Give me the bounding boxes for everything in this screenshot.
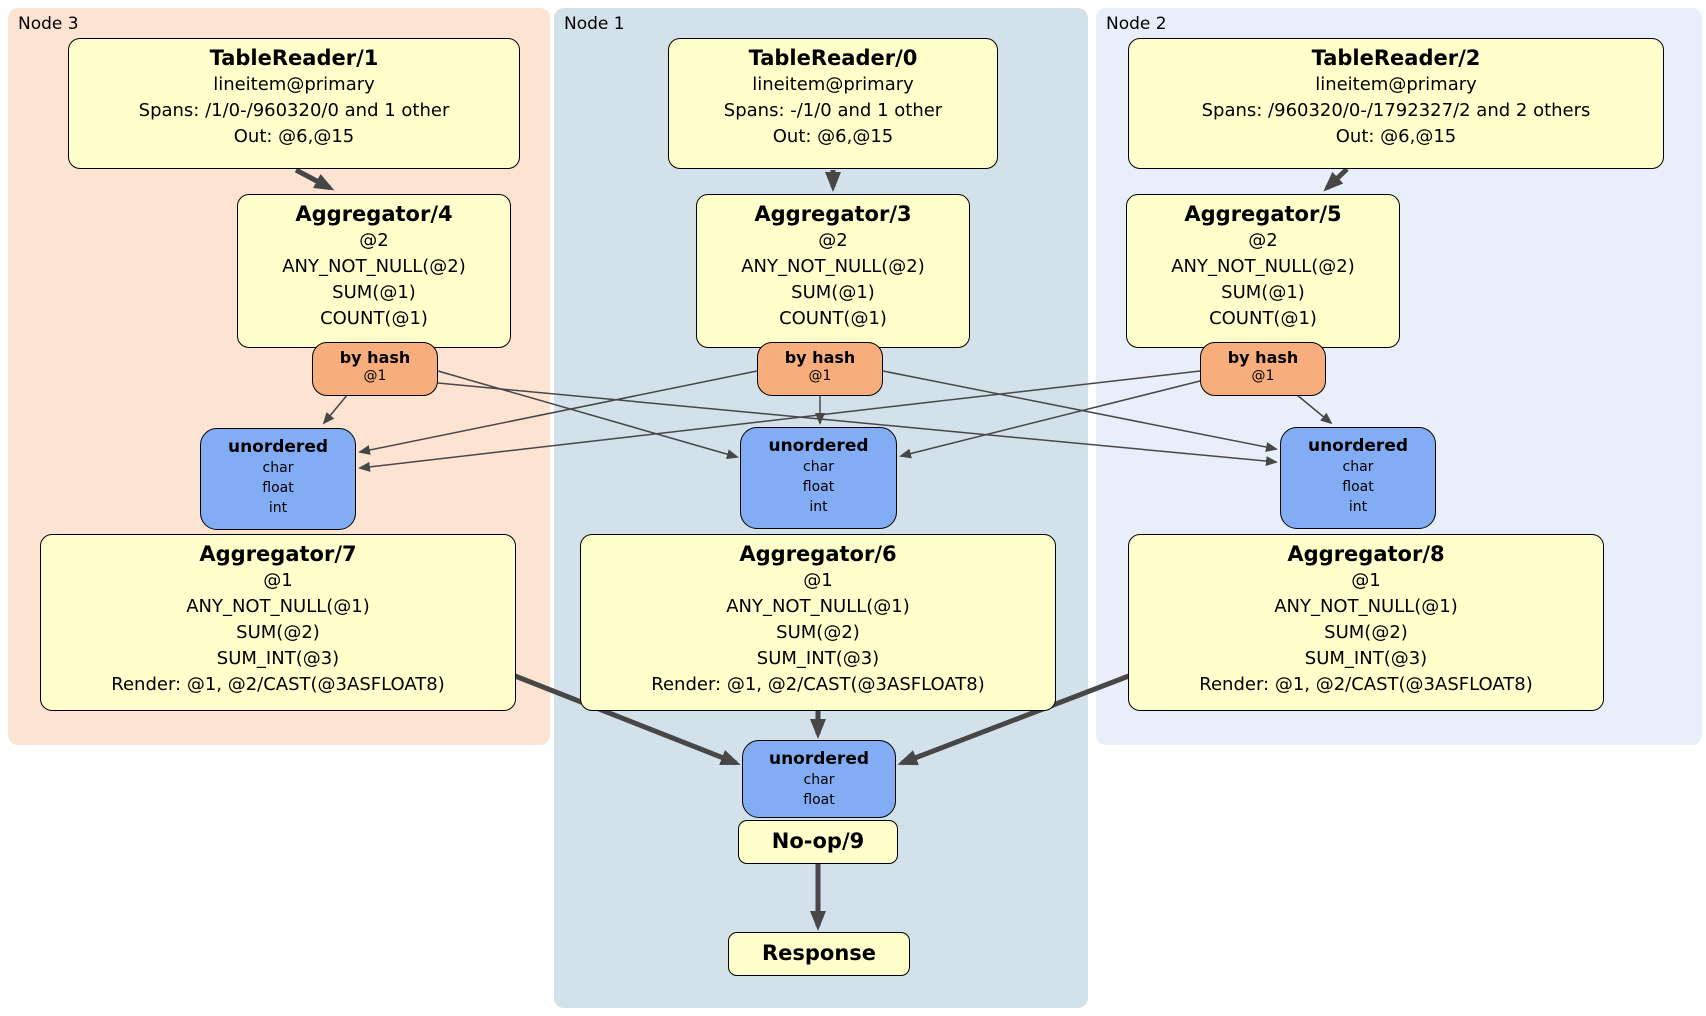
processor-title: Aggregator/5: [1184, 202, 1342, 226]
router-columns: @1: [363, 368, 387, 384]
sync-title: unordered: [1307, 436, 1409, 456]
router-columns: @1: [1251, 368, 1275, 384]
edge-hash2-sync2: [1296, 394, 1333, 425]
router-title: by hash: [339, 348, 411, 367]
region-node1-label: Node 1: [564, 14, 625, 34]
edge-hash3-sync2: [437, 382, 1278, 467]
processor-title: TableReader/1: [209, 46, 379, 70]
router-columns: @1: [808, 368, 832, 384]
edge-hash1-sync3: [358, 370, 758, 455]
edge-agg8-syncfinal: [897, 671, 1135, 766]
router-by-hash-node2: by hash @1: [1200, 342, 1326, 396]
processor-title: Aggregator/6: [739, 542, 897, 566]
edge-hash2-sync3: [358, 370, 1201, 472]
region-node2-label: Node 2: [1106, 14, 1167, 34]
response-box: Response: [728, 932, 910, 976]
router-title: by hash: [1227, 348, 1299, 367]
edge-agg7-syncfinal: [509, 671, 741, 766]
edge-hash1-sync2: [882, 370, 1278, 452]
edge-tr1-agg4: [294, 167, 335, 191]
edge-hash3-sync1: [437, 370, 739, 460]
sync-title: unordered: [768, 749, 870, 769]
processor-title: Aggregator/8: [1287, 542, 1445, 566]
router-by-hash-node1: by hash @1: [757, 342, 883, 396]
sync-title: unordered: [768, 436, 869, 456]
router-title: by hash: [784, 348, 856, 367]
processor-title: Aggregator/7: [199, 542, 357, 566]
processor-noop-9: No-op/9: [738, 820, 898, 864]
edge-hash2-sync1: [899, 380, 1201, 459]
processor-title: TableReader/2: [1311, 46, 1481, 70]
processor-title: Aggregator/3: [754, 202, 912, 226]
region-node3-label: Node 3: [18, 14, 79, 34]
router-by-hash-node3: by hash @1: [312, 342, 438, 396]
processor-title: Aggregator/4: [295, 202, 453, 226]
edge-tr2-agg5: [1323, 167, 1349, 192]
processor-title: TableReader/0: [748, 46, 918, 70]
sync-title: unordered: [227, 437, 329, 457]
edge-hash3-sync3: [322, 393, 349, 425]
